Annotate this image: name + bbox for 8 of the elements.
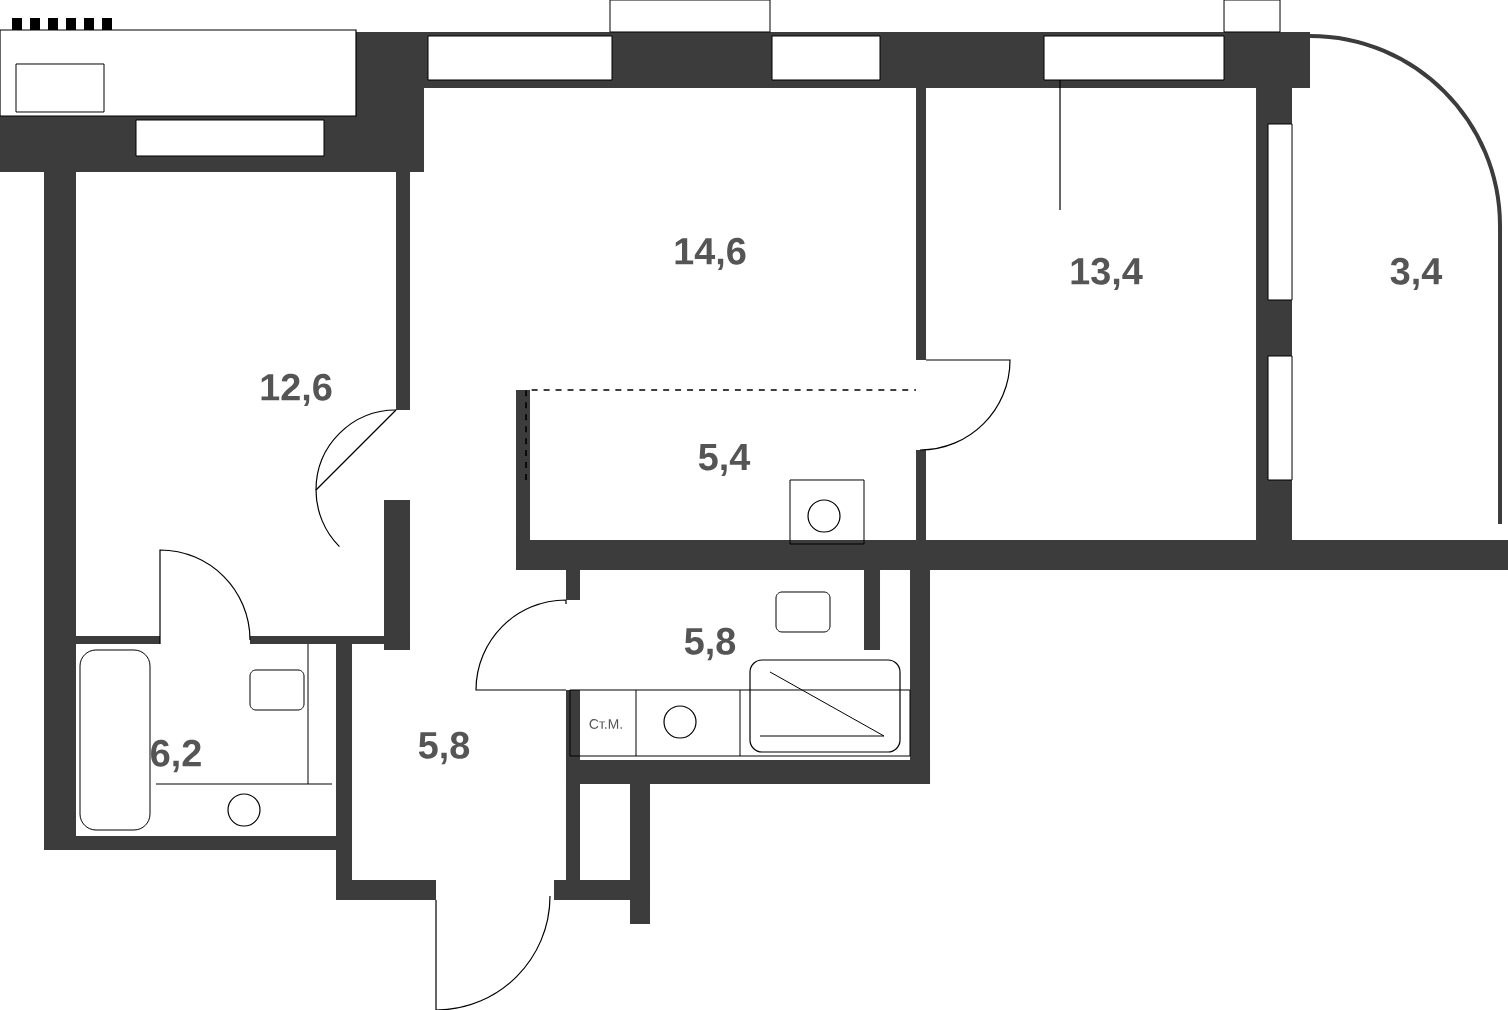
- area-label: 6,2: [151, 739, 201, 773]
- area-label: 5,8: [418, 731, 470, 765]
- area-label: 3,4: [1390, 257, 1443, 291]
- area-label: 13,4: [1071, 257, 1143, 291]
- area-label: 5,8: [684, 627, 736, 661]
- area-label: 14,6: [675, 237, 746, 271]
- area-label: 12,6: [261, 373, 332, 407]
- area-label: 5,4: [698, 444, 751, 476]
